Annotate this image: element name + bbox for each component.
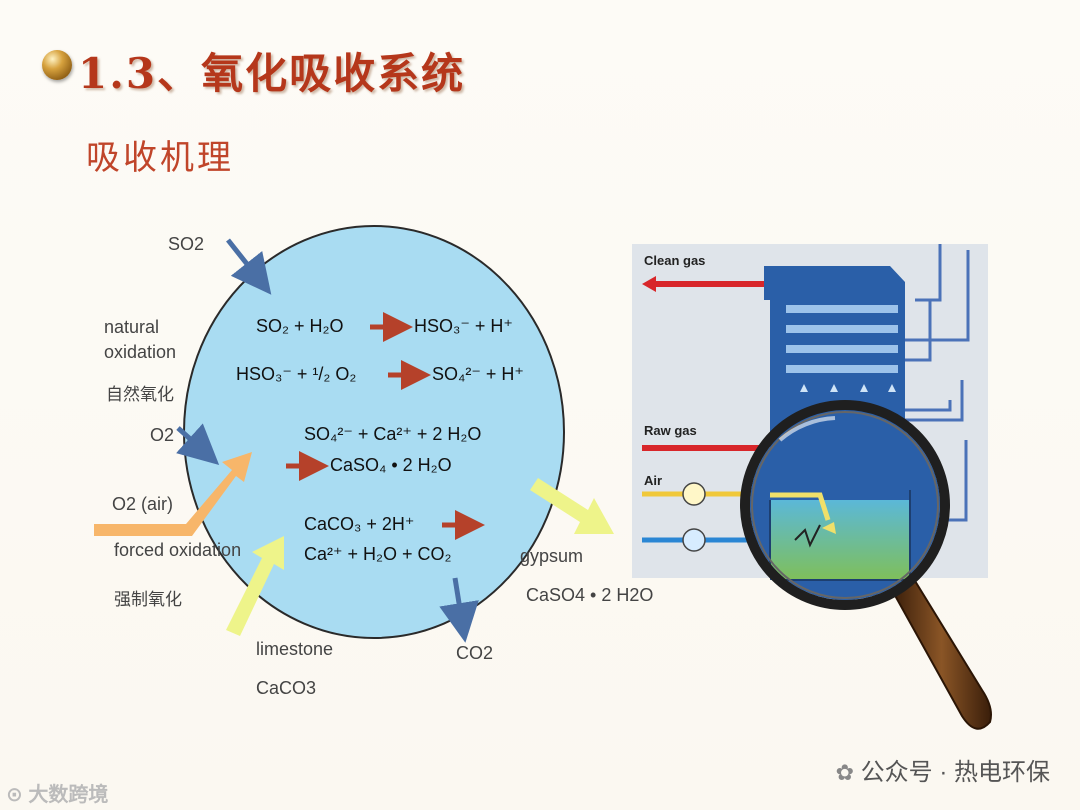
air-label: Air — [644, 473, 663, 488]
clean-gas-label: Clean gas — [644, 253, 706, 268]
brand-logo-icon: ⊙ — [6, 784, 23, 806]
limestone-yellow-arrow — [226, 536, 284, 636]
eq1-left: SO₂ + H₂O — [256, 316, 344, 336]
so2-label: SO2 — [168, 234, 205, 254]
gypsum-yellow-arrow — [530, 478, 614, 534]
so2-arrow — [226, 238, 272, 295]
magnifier-rim — [740, 400, 950, 610]
title-bullet-icon — [42, 50, 72, 80]
air-orange-arrow — [94, 452, 252, 536]
caco3-label: CaCO3 — [256, 678, 317, 698]
watermark-corner: ⊙ 大数跨境 — [6, 784, 109, 806]
page-subtitle: 吸收机理 — [86, 138, 234, 178]
eq3-line1: SO₄²⁻ + Ca²⁺ + 2 H₂O — [304, 424, 482, 444]
forced-oxidation-label: forced oxidation — [114, 540, 242, 560]
eq4-line1: CaCO₃ + 2H⁺ — [304, 514, 415, 534]
magnifier-lens-view — [750, 410, 940, 600]
eq1-right: HSO₃⁻ + H⁺ — [414, 316, 513, 336]
forced-oxidation-cn-label: 强制氧化 — [114, 590, 182, 610]
eq3-line2: CaSO₄ • 2 H₂O — [330, 455, 452, 475]
eq2-left: HSO₃⁻ + ¹/₂ O₂ — [236, 364, 357, 384]
eq4-line2: Ca²⁺ + H₂O + CO₂ — [304, 544, 452, 564]
raw-gas-label: Raw gas — [644, 423, 697, 438]
gypsum-formula-label: CaSO4 • 2 H2O — [526, 585, 654, 605]
page-title: 1.3、氧化吸收系统 — [78, 49, 466, 98]
co2-arrow — [439, 577, 479, 643]
o2-label: O2 — [150, 425, 175, 445]
co2-label: CO2 — [456, 643, 494, 663]
gypsum-label: gypsum — [520, 546, 584, 566]
natural-oxidation-cn-label: 自然氧化 — [106, 385, 174, 405]
o2-arrow — [176, 423, 220, 466]
eq2-right: SO₄²⁻ + H⁺ — [432, 364, 524, 384]
natural-oxidation-label-line2: oxidation — [104, 342, 177, 362]
natural-oxidation-label-line1: natural — [104, 317, 160, 337]
wechat-icon: ✿ — [835, 760, 854, 785]
o2-air-label: O2 (air) — [112, 494, 174, 514]
magnifier-handle — [890, 574, 992, 730]
limestone-label: limestone — [256, 639, 334, 659]
watermark-account: ✿ 公众号 · 热电环保 — [835, 759, 1050, 786]
